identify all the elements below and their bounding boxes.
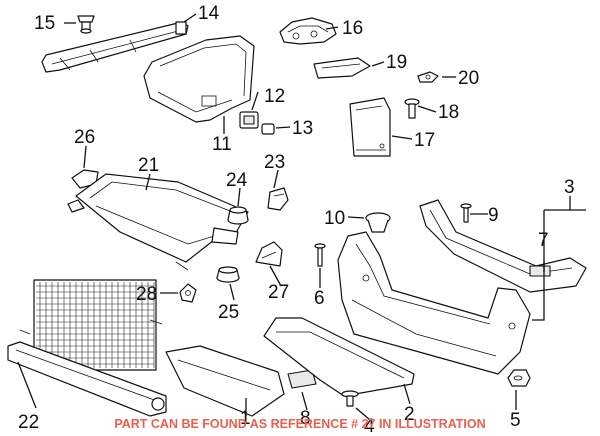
callout-4: 4 xyxy=(364,416,375,436)
part-11-side-panel xyxy=(143,35,255,123)
part-16-bracket xyxy=(279,17,337,45)
callout-19: 19 xyxy=(386,52,407,73)
part-23-bracket xyxy=(267,187,289,211)
callout-3: 3 xyxy=(564,177,575,198)
callout-28: 28 xyxy=(136,284,157,305)
callout-6: 6 xyxy=(314,288,325,309)
callout-20: 20 xyxy=(458,68,479,89)
part-22-cargo-net xyxy=(7,279,167,417)
part-5-nut xyxy=(507,369,531,387)
callout-12: 12 xyxy=(264,86,285,107)
callout-18: 18 xyxy=(438,102,459,123)
callout-14: 14 xyxy=(198,3,220,24)
part-8-floor-cover xyxy=(165,345,317,417)
leader-lines xyxy=(17,13,586,421)
part-21-cargo-cover xyxy=(67,173,249,271)
part-9-screw xyxy=(460,203,472,223)
part-26-cap xyxy=(71,169,99,189)
callout-25: 25 xyxy=(218,302,239,323)
part-20-clip xyxy=(417,71,439,83)
part-28-clip xyxy=(179,283,197,303)
part-2-floor-panel xyxy=(263,317,415,397)
callout-27: 27 xyxy=(268,282,289,303)
part-7-sill-plate xyxy=(419,199,587,293)
part-14-trim-strip xyxy=(41,21,189,73)
part-12-clip xyxy=(239,111,259,129)
callout-23: 23 xyxy=(264,152,285,173)
callout-2: 2 xyxy=(404,404,415,425)
part-6-screw xyxy=(314,243,326,267)
part-19-trim xyxy=(313,57,371,79)
callout-11: 11 xyxy=(212,134,232,155)
callout-13: 13 xyxy=(292,118,313,139)
callout-7: 7 xyxy=(538,230,549,251)
callout-24: 24 xyxy=(226,170,248,191)
part-13-clip xyxy=(261,123,275,135)
part-10-cup xyxy=(365,212,391,233)
part-25-bushing xyxy=(216,266,240,283)
footer-reference-note: PART CAN BE FOUND AS REFERENCE # 27 IN I… xyxy=(114,417,485,431)
part-18-pin xyxy=(404,98,420,119)
part-17-panel xyxy=(349,97,391,157)
callout-26: 26 xyxy=(74,127,95,148)
part-27-cap xyxy=(255,241,283,267)
callout-22: 22 xyxy=(18,412,39,433)
part-4-bolt xyxy=(341,390,359,407)
callout-21: 21 xyxy=(138,155,159,176)
callout-1: 1 xyxy=(240,408,251,429)
callout-labels: 15 14 16 19 20 18 17 12 13 11 26 21 23 2… xyxy=(18,3,575,436)
callout-10: 10 xyxy=(324,208,345,229)
callout-15: 15 xyxy=(34,13,55,34)
callout-5: 5 xyxy=(510,410,521,431)
callout-9: 9 xyxy=(488,205,499,226)
callout-8: 8 xyxy=(300,408,311,429)
part-1-rear-trim xyxy=(337,231,531,375)
callout-17: 17 xyxy=(414,130,435,151)
part-15-clip xyxy=(77,15,95,34)
callout-16: 16 xyxy=(342,18,363,39)
part-24-bushing xyxy=(227,206,249,225)
